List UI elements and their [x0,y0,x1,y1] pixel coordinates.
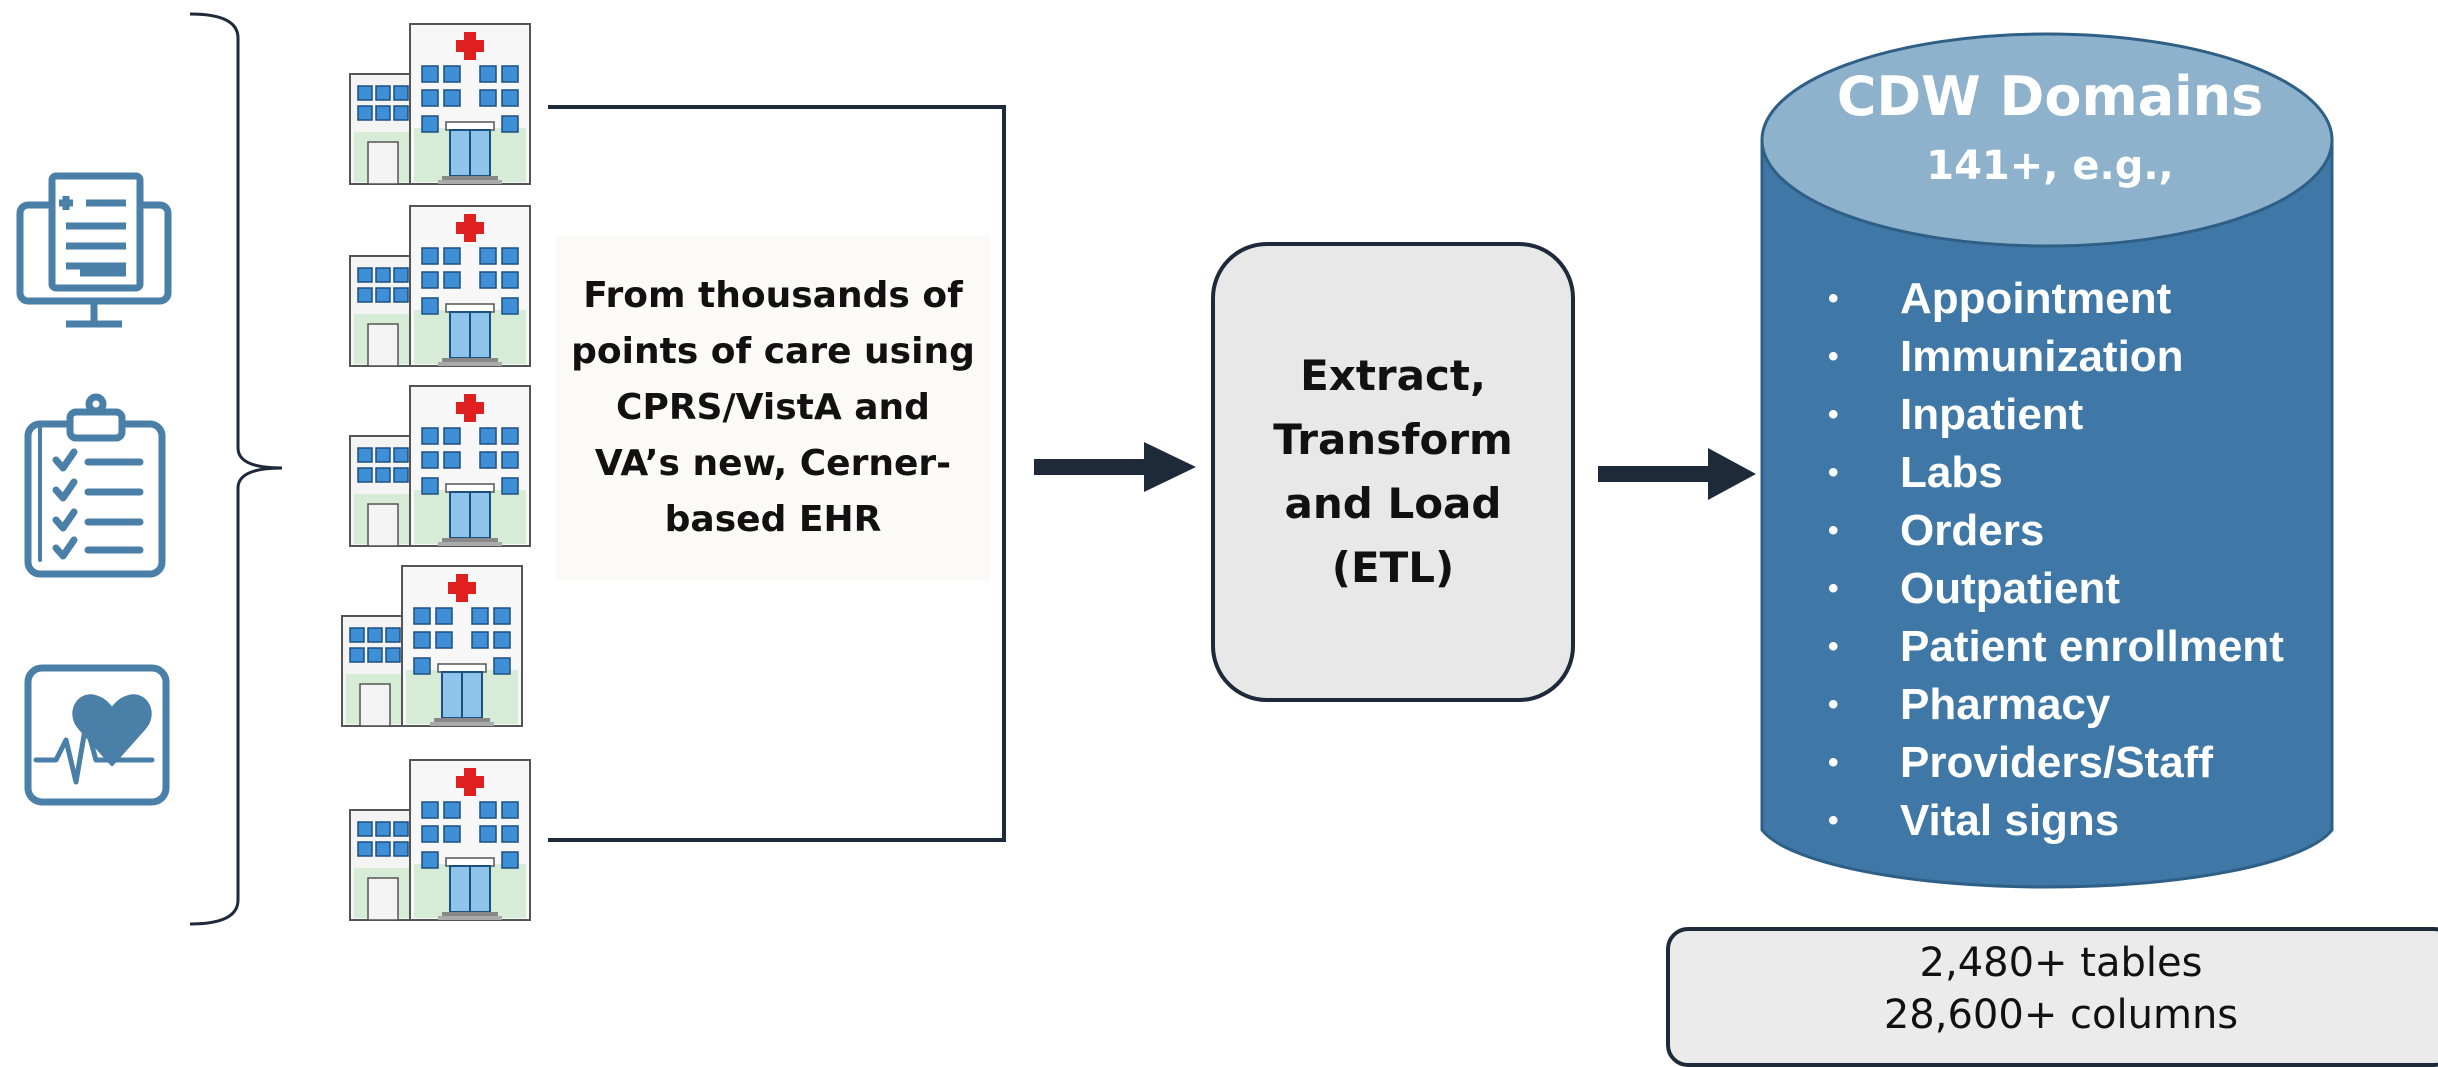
heart-monitor-icon [24,664,170,806]
bullet-icon: • [1828,514,1839,547]
hospital-building-icon [349,385,531,547]
domain-label: Inpatient [1900,390,2084,439]
stats-box: 2,480+ tables 28,600+ columns [1666,927,2438,1067]
monitor-document-icon [16,172,172,328]
bullet-icon: • [1828,804,1839,837]
arrow-to-etl [1034,442,1196,492]
tables-count: 2,480+ tables [1919,940,2203,986]
etl-label: Extract, Transform and Load (ETL) [1273,351,1513,592]
bullet-icon: • [1828,340,1839,373]
domain-item: • Appointment [1820,270,2284,328]
bullet-icon: • [1828,630,1839,663]
source-brace [189,12,283,926]
domain-item: • Pharmacy [1820,676,2284,734]
bullet-icon: • [1828,282,1839,315]
domain-label: Patient enrollment [1900,622,2284,671]
domain-label: Labs [1900,448,2003,497]
domain-item: • Patient enrollment [1820,618,2284,676]
domain-label: Providers/Staff [1900,738,2213,787]
domain-item: • Immunization [1820,328,2284,386]
diagram-canvas [16,12,2334,926]
clipboard-checklist-icon [24,393,166,578]
cdw-title: CDW Domains [1836,65,2264,128]
bullet-icon: • [1828,688,1839,721]
source-description-text: From thousands of points of care using C… [571,275,975,540]
bullet-icon: • [1828,456,1839,489]
domain-item: • Vital signs [1820,792,2284,850]
facilities-bracket [548,105,1006,842]
domain-list: • Appointment • Immunization • Inpatient • L… [1820,270,2284,850]
domain-item: • Orders [1820,502,2284,560]
hospital-building-icon [349,205,531,367]
hospital-building-icon [349,23,531,185]
bullet-icon: • [1828,746,1839,779]
domain-label: Outpatient [1900,564,2120,613]
bullet-icon: • [1828,572,1839,605]
hospital-building-icon [341,565,523,727]
domain-item: • Outpatient [1820,560,2284,618]
domain-label: Orders [1900,506,2045,555]
hospital-building-icon [349,759,531,921]
domain-label: Immunization [1900,332,2184,381]
bullet-icon: • [1828,398,1839,431]
domain-item: • Inpatient [1820,386,2284,444]
arrow-to-cdw [1598,448,1756,500]
source-description: From thousands of points of care using C… [556,236,990,580]
cdw-cylinder [1760,32,2334,889]
domain-item: • Labs [1820,444,2284,502]
cdw-subtitle: 141+, e.g., [1926,143,2174,189]
columns-count: 28,600+ columns [1883,992,2239,1038]
domain-label: Vital signs [1900,796,2120,845]
domain-item: • Providers/Staff [1820,734,2284,792]
domain-label: Appointment [1900,274,2172,323]
domain-label: Pharmacy [1900,680,2111,729]
etl-box: Extract, Transform and Load (ETL) [1211,242,1575,702]
